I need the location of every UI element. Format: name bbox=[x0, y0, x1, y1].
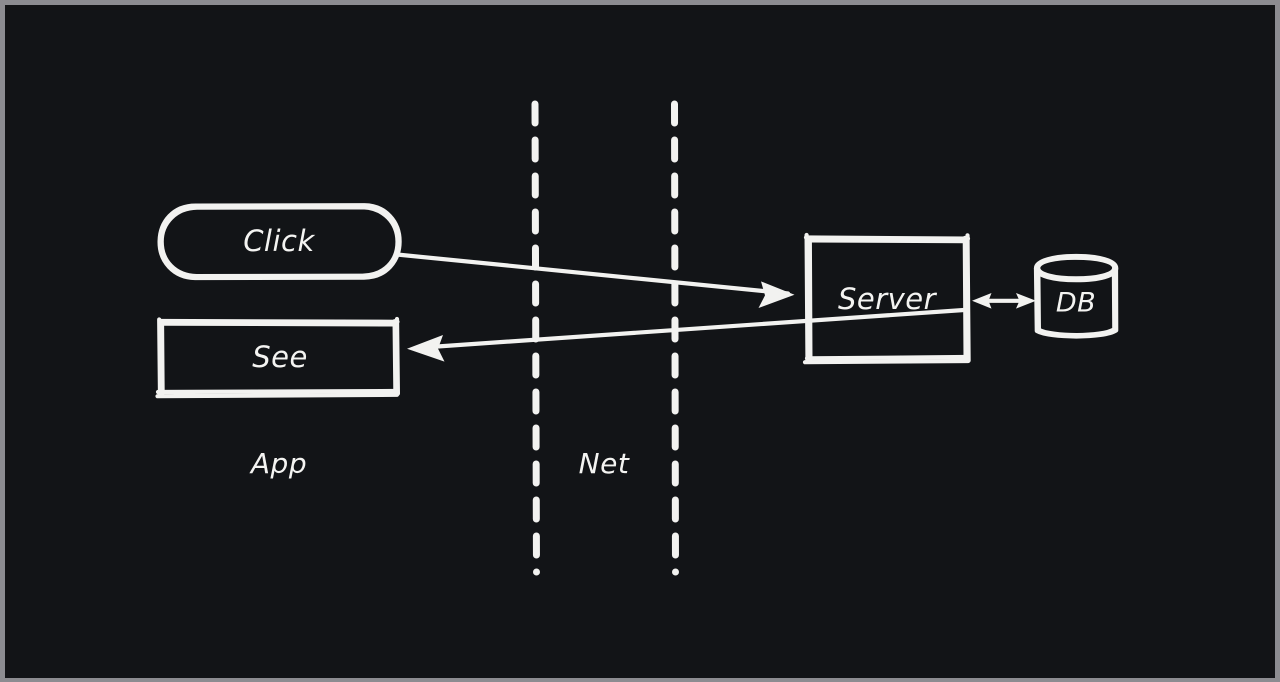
diagram-svg: Click See bbox=[155, 100, 1119, 576]
edge-server-db[interactable] bbox=[972, 293, 1036, 309]
node-see[interactable] bbox=[155, 316, 400, 399]
node-click[interactable] bbox=[157, 203, 402, 281]
node-see-label: See bbox=[252, 340, 308, 374]
arrowhead-to-db bbox=[1016, 293, 1036, 309]
edge-server-to-see[interactable] bbox=[407, 307, 967, 362]
node-db-label: DB bbox=[1056, 288, 1096, 319]
sketch-canvas-surface[interactable]: Click See bbox=[5, 5, 1275, 678]
net-boundary-right-divider bbox=[671, 100, 679, 576]
node-click-label: Click bbox=[243, 224, 315, 258]
node-server-label: Server bbox=[838, 282, 938, 316]
node-server[interactable] bbox=[802, 232, 971, 365]
arrowhead-to-server-back bbox=[972, 293, 992, 309]
arrowhead-to-server bbox=[758, 281, 795, 308]
arrowhead-to-see bbox=[407, 335, 445, 362]
edge-click-to-server[interactable] bbox=[394, 252, 795, 309]
node-db[interactable] bbox=[1033, 253, 1119, 339]
zone-label-net: Net bbox=[579, 447, 630, 480]
zone-label-app: App bbox=[249, 447, 307, 480]
